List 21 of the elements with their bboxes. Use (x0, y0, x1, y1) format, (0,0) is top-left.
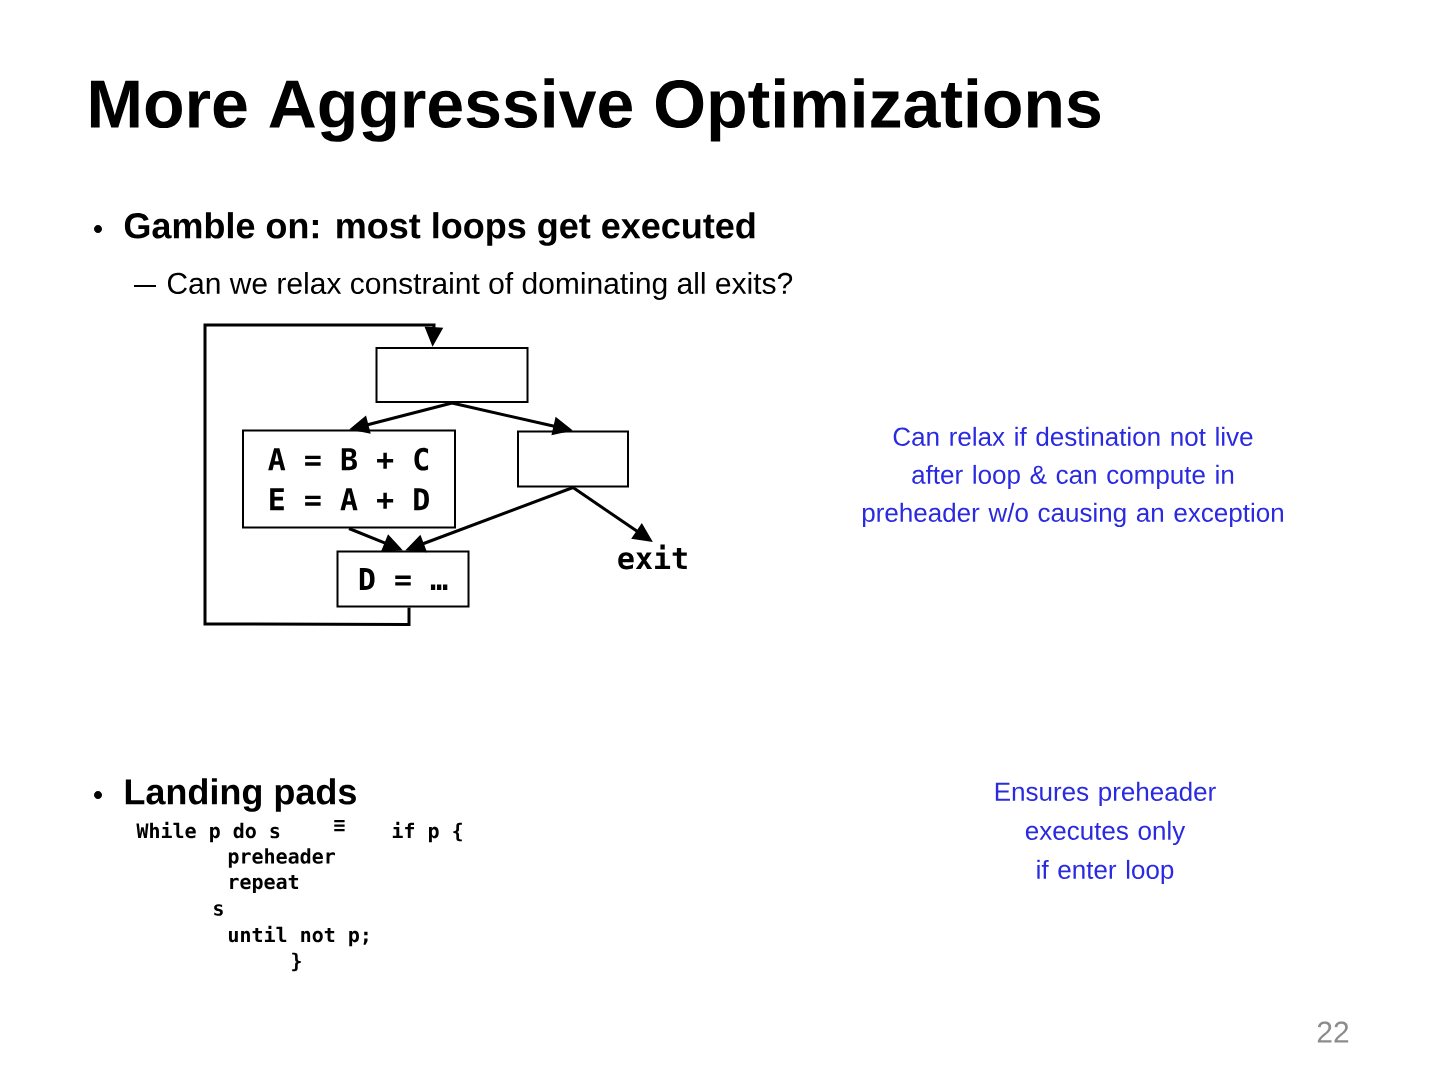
code-line: s (214, 904, 223, 916)
arrow (203, 323, 444, 626)
code-line: until not p; (229, 925, 368, 947)
note-text: Can relax if destination not live after loop & can compute in preheader w/o causing an exception (862, 426, 1283, 528)
page-number: 22 (1317, 1021, 1349, 1043)
code-line: if p { (392, 821, 462, 843)
process-box: A = B + C E = A + D (242, 429, 456, 529)
code-line: preheader (228, 848, 335, 868)
code-line: While p do s (136, 821, 280, 843)
bullet-text: Gamble on: most loops get executed (124, 212, 755, 246)
note-text: Ensures preheader executes only if enter loop (995, 781, 1216, 885)
code-line: repeat (230, 874, 299, 894)
slide-title: More Aggressive Optimizations (90, 78, 1100, 142)
code-line: ≡ (334, 820, 345, 832)
exit-label: exit (618, 544, 687, 570)
bullet-text: Landing pads (125, 778, 356, 812)
sub-bullet-text: Can we relax constraint of dominating all exits? (167, 272, 793, 300)
empty-box (517, 430, 629, 488)
process-box: D = … (336, 550, 470, 608)
code-line: } (292, 952, 301, 972)
empty-box (375, 347, 529, 403)
